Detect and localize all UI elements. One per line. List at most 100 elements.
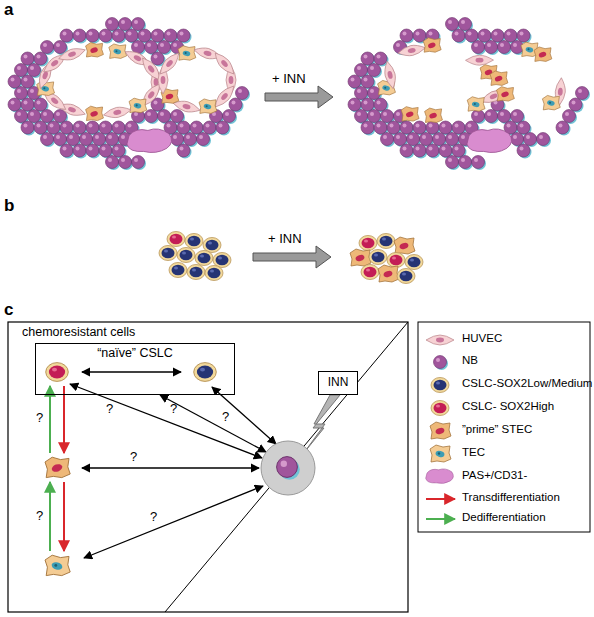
nb-cell	[537, 133, 552, 148]
legend-label: CSLC- SOX2High	[462, 400, 554, 413]
stec-cell	[394, 237, 415, 254]
high-cell	[167, 232, 185, 247]
dedifferentiation-arrow	[49, 482, 51, 551]
pas-cd31-region	[127, 129, 172, 153]
double-arrow	[70, 384, 262, 458]
low-cell	[194, 363, 217, 382]
region-label: chemoresistant cells	[22, 325, 135, 339]
box-label: INN	[319, 372, 357, 394]
trigger-box: INN	[318, 371, 358, 395]
nb-cell	[145, 110, 160, 125]
nb-cell	[216, 121, 231, 136]
low-cell	[159, 246, 177, 261]
nb-cell	[452, 29, 467, 44]
nb-cell	[277, 457, 300, 480]
nb-cell	[446, 156, 461, 171]
stec-cell	[425, 108, 443, 122]
question-mark: ?	[36, 509, 43, 524]
huvec-cell	[382, 60, 398, 89]
legend-label: PAS+/CD31-	[462, 469, 527, 482]
double-arrow	[84, 486, 263, 558]
huvec-cell	[397, 43, 426, 58]
legend-frame	[418, 322, 590, 532]
treatment-label: + INN	[268, 232, 302, 247]
nb-cell	[472, 156, 487, 171]
question-mark: ?	[222, 410, 229, 425]
double-arrow	[82, 371, 181, 372]
nb-cell	[21, 121, 36, 136]
treatment-label: + INN	[272, 72, 306, 87]
stec-cell	[490, 71, 508, 85]
panel-letter: b	[4, 196, 14, 216]
high-cell	[359, 236, 377, 251]
stec-cell	[86, 43, 104, 57]
legend-sample	[434, 356, 449, 371]
stec-cell	[378, 265, 399, 282]
stec-cell	[423, 38, 441, 52]
double-arrow	[82, 467, 259, 468]
nb-cell	[381, 133, 396, 148]
nb-cell	[60, 144, 75, 159]
double-arrow	[160, 395, 266, 452]
legend-sample	[426, 518, 455, 520]
low-cell	[377, 234, 395, 249]
box-label: “naïve” CSLC	[36, 344, 234, 362]
nb-cell	[485, 110, 500, 125]
legend-sample	[426, 469, 454, 484]
huvec-cell	[211, 50, 237, 78]
tec-cell	[45, 555, 70, 575]
low-cell	[195, 251, 213, 266]
legend-sample	[430, 445, 451, 462]
nb-cell	[413, 144, 428, 159]
target-circle	[261, 441, 315, 495]
low-cell	[177, 248, 195, 263]
high-cell	[361, 265, 379, 280]
transdifferentiation-arrow	[63, 386, 65, 453]
legend-label: TEC	[462, 446, 485, 459]
transdifferentiation-arrow	[63, 482, 65, 551]
lightning-symbol	[303, 395, 340, 454]
nb-cell	[485, 41, 500, 56]
dedifferentiation-arrow	[49, 386, 51, 453]
legend-sample	[426, 335, 454, 345]
nb-cell	[517, 144, 532, 159]
nb-cell	[86, 144, 101, 159]
nb-cell	[132, 156, 147, 171]
high-cell	[387, 253, 405, 268]
legend-label: HUVEC	[462, 332, 502, 345]
nb-cell	[86, 29, 101, 44]
nb-cell	[41, 133, 56, 148]
nb-cell	[106, 156, 121, 171]
nb-cell	[73, 144, 88, 159]
panel-letter: a	[4, 0, 13, 20]
treatment-arrow	[265, 86, 333, 108]
treatment-arrow	[253, 246, 331, 268]
group-box: “naïve” CSLC	[35, 343, 235, 395]
nb-cell	[197, 133, 212, 148]
stec-cell	[534, 47, 552, 61]
nb-cell	[459, 156, 474, 171]
stec-cell	[350, 249, 371, 266]
tec-cell	[467, 97, 485, 111]
nb-cell	[472, 41, 487, 56]
low-cell	[169, 263, 187, 278]
nb-cell	[73, 29, 88, 44]
stec-cell	[401, 107, 419, 121]
legend-sample	[430, 422, 451, 439]
legend-sample	[426, 498, 455, 500]
legend-label: CSLC-SOX2Low/Medium	[462, 377, 592, 390]
tec-cell	[178, 46, 196, 60]
low-cell	[405, 255, 423, 270]
low-cell	[397, 269, 415, 284]
huvec-cell	[57, 45, 87, 63]
tec-cell	[129, 98, 147, 112]
legend-label: NB	[462, 354, 478, 367]
legend-sample	[431, 401, 449, 416]
legend-label: Transdifferentiation	[462, 491, 560, 504]
double-arrow	[212, 387, 276, 444]
huvec-cell	[156, 50, 182, 78]
nb-cell	[177, 144, 192, 159]
nb-cell	[361, 121, 376, 136]
